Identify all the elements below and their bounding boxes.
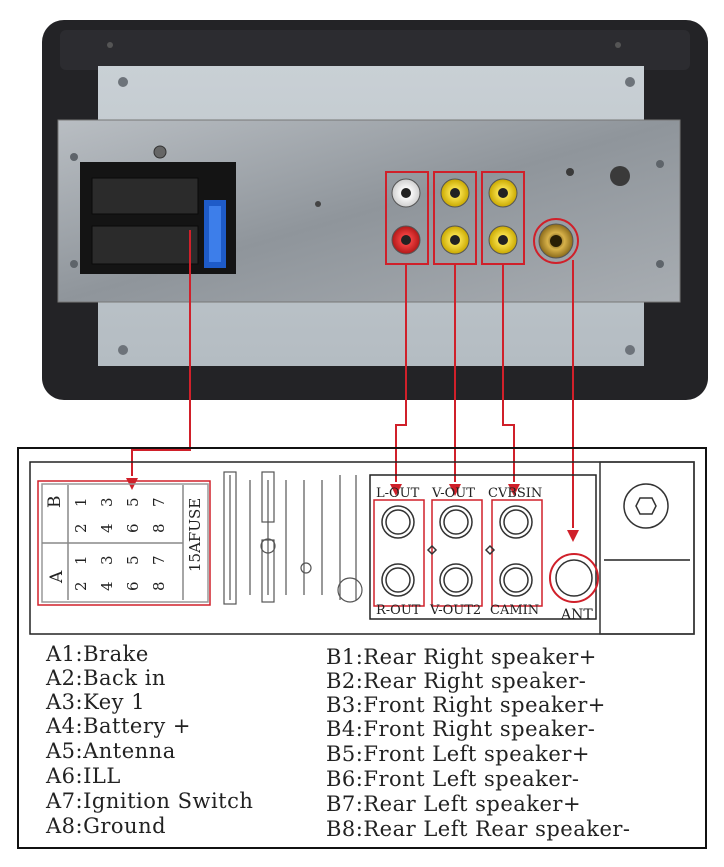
pin-b6: 6 [124, 523, 142, 533]
label-r-out: R-OUT [376, 603, 421, 618]
legend-b7: B7:Rear Left speaker+ [326, 792, 582, 816]
legend-b5: B5:Front Left speaker+ [326, 742, 590, 766]
pin-b3: 3 [98, 497, 116, 507]
iso-connector-photo [80, 162, 236, 274]
legend-b3: B3:Front Right speaker+ [326, 693, 606, 717]
pin-a7: 7 [150, 555, 168, 565]
pin-a6: 6 [124, 581, 142, 591]
pin-b2: 2 [72, 523, 90, 533]
highlight-antenna [533, 218, 579, 264]
legend-a3: A3:Key 1 [46, 690, 146, 714]
pin-b5: 5 [124, 497, 142, 507]
connector-row-a: A [47, 570, 67, 584]
legend-a4: A4:Battery + [46, 714, 192, 738]
pin-a4: 4 [98, 581, 116, 591]
legend-a2: A2:Back in [46, 666, 166, 690]
connector-row-b: B [45, 496, 65, 509]
legend-a5: A5:Antenna [46, 739, 176, 763]
label-cvbsin: CVBSIN [488, 486, 542, 501]
head-unit-photo [42, 20, 708, 400]
legend-b1: B1:Rear Right speaker+ [326, 645, 597, 669]
legend-a7: A7:Ignition Switch [46, 789, 254, 813]
legend-b8: B8:Rear Left Rear speaker- [326, 817, 631, 841]
legend-b2: B2:Rear Right speaker- [326, 669, 587, 693]
line-diagram [17, 447, 707, 849]
connector-labels: B A 1 2 3 4 5 6 7 8 1 2 3 4 5 6 7 8 15AF… [45, 496, 204, 592]
rca-jacks-photo [391, 178, 574, 259]
pin-a2: 2 [72, 581, 90, 591]
pin-b4: 4 [98, 523, 116, 533]
legend-b4: B4:Front Right speaker- [326, 717, 596, 741]
pin-a1: 1 [72, 555, 90, 565]
label-v-out2: V-OUT2 [429, 603, 481, 618]
label-l-out: L-OUT [376, 486, 420, 501]
port-labels: L-OUT V-OUT CVBSIN R-OUT V-OUT2 CAMIN AN… [376, 486, 593, 623]
legend-b6: B6:Front Left speaker- [326, 767, 580, 791]
fuse-label: 15AFUSE [186, 498, 204, 572]
legend-a8: A8:Ground [46, 814, 167, 838]
legend-a6: A6:ILL [46, 764, 121, 788]
pin-a5: 5 [124, 555, 142, 565]
pin-b7: 7 [150, 497, 168, 507]
highlight-overlay [131, 171, 579, 528]
pin-b8: 8 [150, 523, 168, 533]
label-camin: CAMIN [490, 603, 539, 618]
label-ant: ANT [560, 607, 593, 623]
legend-a1: A1:Brake [46, 642, 149, 666]
pin-b1: 1 [72, 497, 90, 507]
label-v-out: V-OUT [431, 486, 475, 501]
pin-a3: 3 [98, 555, 116, 565]
pin-a8: 8 [150, 581, 168, 591]
